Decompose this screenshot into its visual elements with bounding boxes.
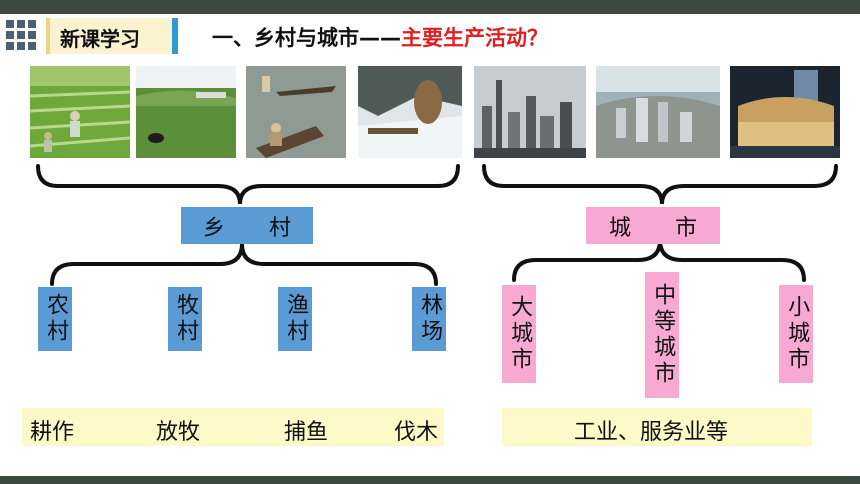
logging-photo — [358, 66, 462, 158]
city-skyline-photo — [474, 66, 586, 158]
rural-type-forest-farm: 林场 — [412, 287, 446, 351]
activity-fishing: 捕鱼 — [284, 420, 329, 445]
shopping-mall-photo — [730, 66, 840, 158]
lesson-tab-label: 新课学习 — [60, 27, 140, 51]
rural-types-brace — [50, 243, 438, 286]
rice-field-photo — [30, 66, 130, 158]
page-title: 一、乡村与城市——主要生产活动？ — [212, 22, 548, 52]
rural-photo-brace — [36, 164, 460, 205]
top-bar — [0, 0, 860, 14]
title-main: 一、乡村与城市—— — [212, 26, 401, 50]
activity-logging: 伐木 — [394, 420, 439, 445]
rural-type-farming-village: 农村 — [38, 287, 72, 351]
urban-type-medium-city: 中等城市 — [645, 272, 679, 398]
urban-type-large-city: 大城市 — [502, 285, 536, 383]
urban-box: 城 市 — [586, 207, 720, 244]
bottom-bar — [0, 476, 860, 484]
city-aerial-photo — [596, 66, 720, 158]
grid-icon — [6, 20, 36, 50]
activity-herding: 放牧 — [156, 420, 201, 445]
title-highlight: 主要生产活动？ — [401, 26, 548, 50]
urban-photo-brace — [482, 164, 838, 205]
fishing-boat-photo — [246, 66, 346, 158]
activity-farming: 耕作 — [30, 420, 75, 445]
urban-activities-band: 工业、服务业等 — [502, 408, 812, 446]
urban-type-small-city: 小城市 — [779, 285, 813, 383]
rural-type-fishing-village: 渔村 — [278, 287, 312, 351]
rural-box: 乡 村 — [181, 207, 313, 244]
rural-activities-band: 耕作 放牧 捕鱼 伐木 — [22, 408, 444, 446]
lesson-tab: 新课学习 — [46, 18, 172, 54]
tab-accent-bar — [172, 18, 178, 54]
pasture-photo — [136, 66, 236, 158]
activity-industry-services: 工业、服务业等 — [574, 420, 729, 445]
rural-type-pastoral-village: 牧村 — [168, 287, 202, 351]
